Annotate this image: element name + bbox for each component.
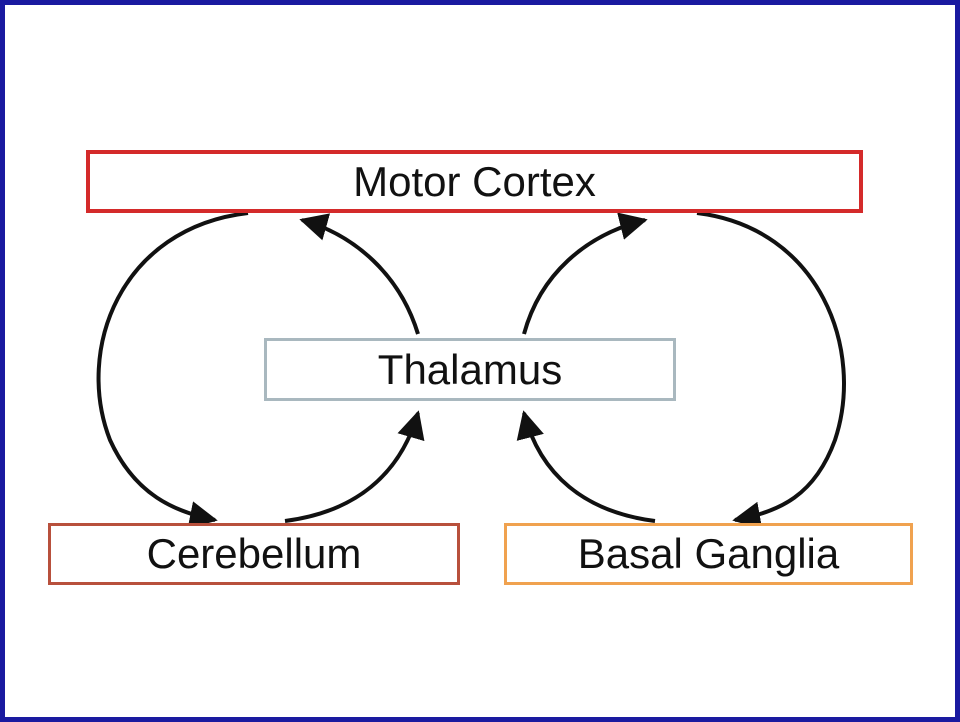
arrow-thalamus-to-motor-left	[299, 213, 420, 335]
node-motor-cortex: Motor Cortex	[86, 150, 863, 213]
node-label-thalamus: Thalamus	[377, 345, 563, 393]
node-basal-ganglia: Basal Ganglia	[504, 523, 913, 585]
arrow-basal-ganglia-to-thalamus	[516, 410, 656, 523]
node-cerebellum: Cerebellum	[48, 523, 460, 585]
node-label-basal-ganglia: Basal Ganglia	[577, 530, 840, 577]
node-thalamus: Thalamus	[264, 338, 676, 401]
arrow-thalamus-to-motor-right	[522, 212, 648, 335]
arrow-motor-to-cerebellum	[96, 211, 249, 529]
node-label-cerebellum: Cerebellum	[146, 530, 362, 577]
node-label-motor-cortex: Motor Cortex	[353, 157, 596, 205]
arrow-motor-to-basal-ganglia	[696, 211, 846, 530]
arrow-cerebellum-to-thalamus	[284, 410, 425, 523]
